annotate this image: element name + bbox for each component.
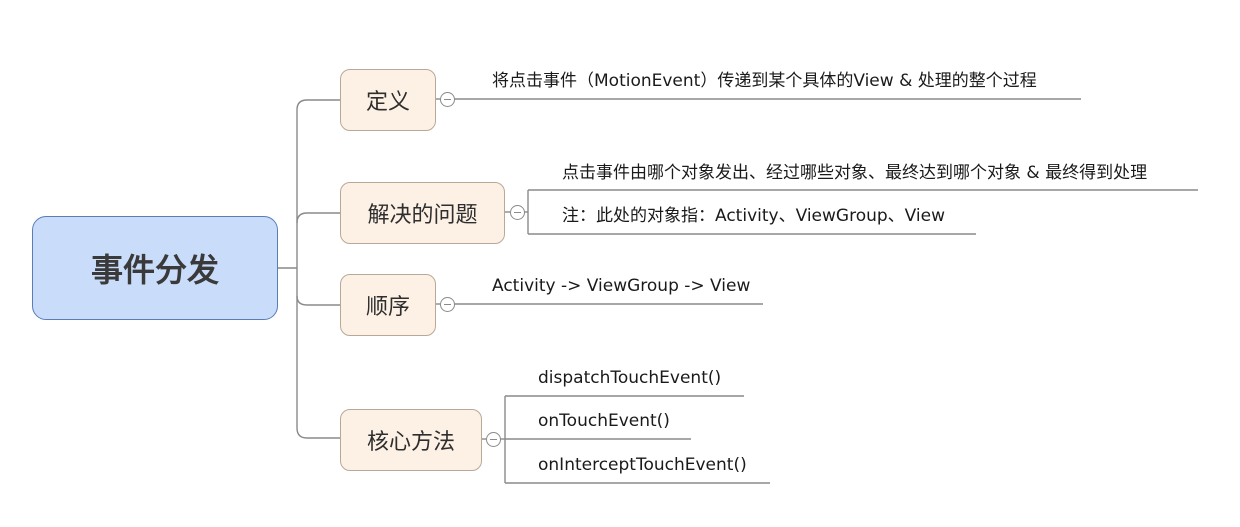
- leaf-order: Activity -> ViewGroup -> View: [492, 276, 751, 296]
- leaf-definition: 将点击事件（MotionEvent）传递到某个具体的View & 处理的整个过程: [492, 71, 1037, 91]
- leaf-method-2: onTouchEvent(): [538, 411, 670, 431]
- collapse-icon[interactable]: [486, 432, 501, 447]
- connector-definition: [296, 99, 340, 268]
- leaf-problem-2: 注：此处的对象指：Activity、ViewGroup、View: [562, 206, 946, 226]
- root-topic[interactable]: 事件分发: [32, 216, 278, 320]
- connector-order: [296, 295, 340, 306]
- branch-definition[interactable]: 定义: [340, 69, 436, 131]
- connector-problem: [296, 212, 340, 224]
- leaf-problem-1: 点击事件由哪个对象发出、经过哪些对象、最终达到哪个对象 & 最终得到处理: [562, 163, 1148, 183]
- leaf-method-3: onInterceptTouchEvent(): [538, 455, 747, 475]
- branch-core-methods[interactable]: 核心方法: [340, 409, 482, 471]
- leaf-method-1: dispatchTouchEvent(): [538, 368, 722, 388]
- collapse-icon[interactable]: [440, 297, 455, 312]
- collapse-icon[interactable]: [510, 205, 525, 220]
- branch-problem[interactable]: 解决的问题: [340, 182, 505, 244]
- collapse-icon[interactable]: [440, 92, 455, 107]
- connector-methods: [296, 268, 340, 439]
- branch-order[interactable]: 顺序: [340, 274, 436, 336]
